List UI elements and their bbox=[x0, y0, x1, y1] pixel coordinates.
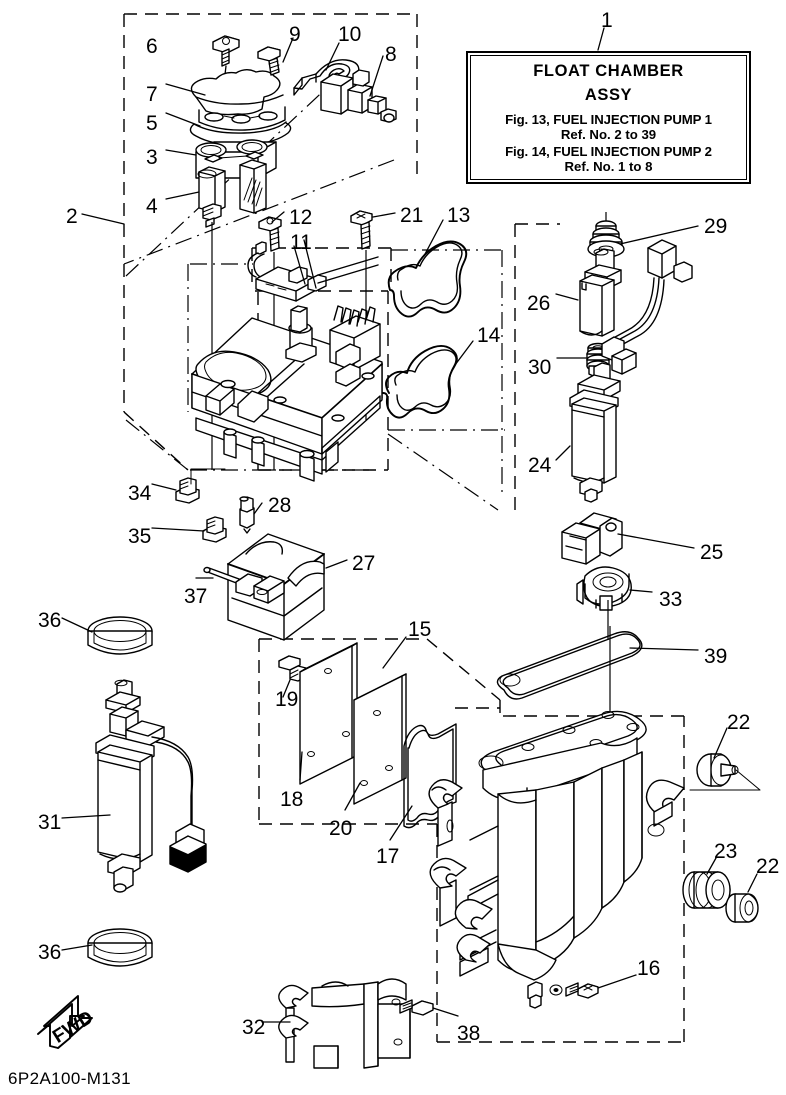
callout-25: 25 bbox=[700, 541, 724, 564]
callout-35: 35 bbox=[128, 525, 152, 548]
callout-5: 5 bbox=[146, 112, 158, 135]
part-21-screw bbox=[350, 210, 396, 420]
title-box-line5: Fig. 14, FUEL INJECTION PUMP 2 bbox=[505, 143, 712, 159]
part-4-float-needle bbox=[165, 159, 267, 470]
part-22-lower-grommet bbox=[725, 873, 759, 923]
callout-17: 17 bbox=[376, 845, 400, 868]
part-14-fuel-hose bbox=[382, 340, 474, 419]
callout-6: 6 bbox=[146, 35, 158, 58]
part-20-plate bbox=[344, 673, 407, 811]
leader-2 bbox=[81, 213, 125, 225]
part-22-upper-grommet bbox=[689, 727, 761, 791]
title-box-line6: Ref. No. 1 to 8 bbox=[564, 158, 653, 174]
part-28-plug bbox=[239, 496, 263, 534]
callout-27: 27 bbox=[352, 552, 376, 575]
part-24-fuel-pump bbox=[555, 362, 621, 503]
callout-21: 21 bbox=[400, 204, 424, 227]
leader-1 bbox=[597, 27, 605, 51]
part-39-tank-gasket bbox=[496, 626, 699, 770]
callout-34: 34 bbox=[128, 482, 152, 505]
part-36-upper-ring bbox=[61, 616, 153, 655]
callout-18: 18 bbox=[280, 788, 304, 811]
title-box-line3: Fig. 13, FUEL INJECTION PUMP 1 bbox=[505, 111, 712, 127]
callout-22: 22 bbox=[727, 711, 751, 734]
callout-33: 33 bbox=[659, 588, 683, 611]
callout-7: 7 bbox=[146, 83, 158, 106]
part-11-fuel-pipe bbox=[247, 241, 379, 302]
callout-30: 30 bbox=[528, 356, 552, 379]
title-box-line4: Ref. No. 2 to 39 bbox=[560, 126, 657, 142]
callout-29: 29 bbox=[704, 215, 728, 238]
callout-9: 9 bbox=[289, 23, 301, 46]
callout-28: 28 bbox=[268, 494, 292, 517]
callout-31: 31 bbox=[38, 811, 62, 834]
section-divider-lines bbox=[123, 81, 505, 511]
part-32-bracket bbox=[261, 978, 411, 1069]
fwd-orientation-marker: FWD bbox=[37, 995, 97, 1049]
callout-32: 32 bbox=[242, 1016, 266, 1039]
callout-16: 16 bbox=[637, 957, 661, 980]
group-boundary-lower-mid bbox=[258, 638, 501, 825]
callout-22: 22 bbox=[756, 855, 780, 878]
part-36-lower-ring bbox=[61, 928, 153, 967]
vapor-separator-tank bbox=[428, 710, 685, 1009]
part-25-bracket bbox=[561, 512, 695, 565]
part-8-fuel-valve bbox=[320, 55, 397, 123]
fuel-pump-wire-harness bbox=[601, 239, 693, 375]
part-18-plate bbox=[299, 642, 358, 785]
part-34-bolt bbox=[151, 468, 226, 504]
part-23-grommet bbox=[682, 857, 731, 909]
part-35-bolt bbox=[151, 516, 227, 543]
part-13-fuel-hose bbox=[387, 219, 468, 318]
part-9-screw bbox=[257, 37, 294, 76]
callout-37: 37 bbox=[184, 585, 208, 608]
part-27-bracket bbox=[235, 573, 285, 604]
callout-38: 38 bbox=[457, 1022, 481, 1045]
callout-13: 13 bbox=[447, 204, 471, 227]
callout-23: 23 bbox=[714, 840, 738, 863]
callout-36: 36 bbox=[38, 941, 62, 964]
callout-1: 1 bbox=[601, 9, 613, 32]
leader-15 bbox=[382, 636, 407, 669]
callout-19: 19 bbox=[275, 688, 299, 711]
float-chamber-housing bbox=[191, 239, 383, 482]
group-boundary-upper-left bbox=[123, 13, 418, 471]
callout-4: 4 bbox=[146, 195, 158, 218]
callout-36: 36 bbox=[38, 609, 62, 632]
callout-24: 24 bbox=[528, 454, 552, 477]
group-boundary-lower-right bbox=[436, 700, 685, 1043]
callout-15: 15 bbox=[408, 618, 432, 641]
callout-20: 20 bbox=[329, 817, 353, 840]
part-31-fuel-pump bbox=[61, 679, 207, 893]
part-19-bolt bbox=[278, 655, 307, 698]
callout-39: 39 bbox=[704, 645, 728, 668]
title-box-line1: FLOAT CHAMBER bbox=[533, 61, 684, 80]
callout-12: 12 bbox=[289, 206, 313, 229]
callout-14: 14 bbox=[477, 324, 501, 347]
callout-2: 2 bbox=[66, 205, 78, 228]
callout-10: 10 bbox=[338, 23, 362, 46]
title-box: FLOAT CHAMBER ASSY Fig. 13, FUEL INJECTI… bbox=[466, 51, 751, 184]
part-7-float-chamber-cover bbox=[165, 69, 286, 131]
title-box-line2: ASSY bbox=[584, 85, 633, 104]
callout-11: 11 bbox=[290, 231, 312, 254]
callout-3: 3 bbox=[146, 146, 158, 169]
group-boundary-right-column bbox=[514, 223, 560, 514]
footer-drawing-code: 6P2A100-M131 bbox=[8, 1069, 131, 1088]
part-33-pump-holder bbox=[576, 566, 653, 640]
part-16-bolt bbox=[549, 974, 637, 999]
callout-8: 8 bbox=[385, 43, 397, 66]
callout-26: 26 bbox=[527, 292, 551, 315]
part-26-fuel-filter bbox=[555, 248, 622, 337]
part-38-bolt bbox=[399, 999, 459, 1017]
